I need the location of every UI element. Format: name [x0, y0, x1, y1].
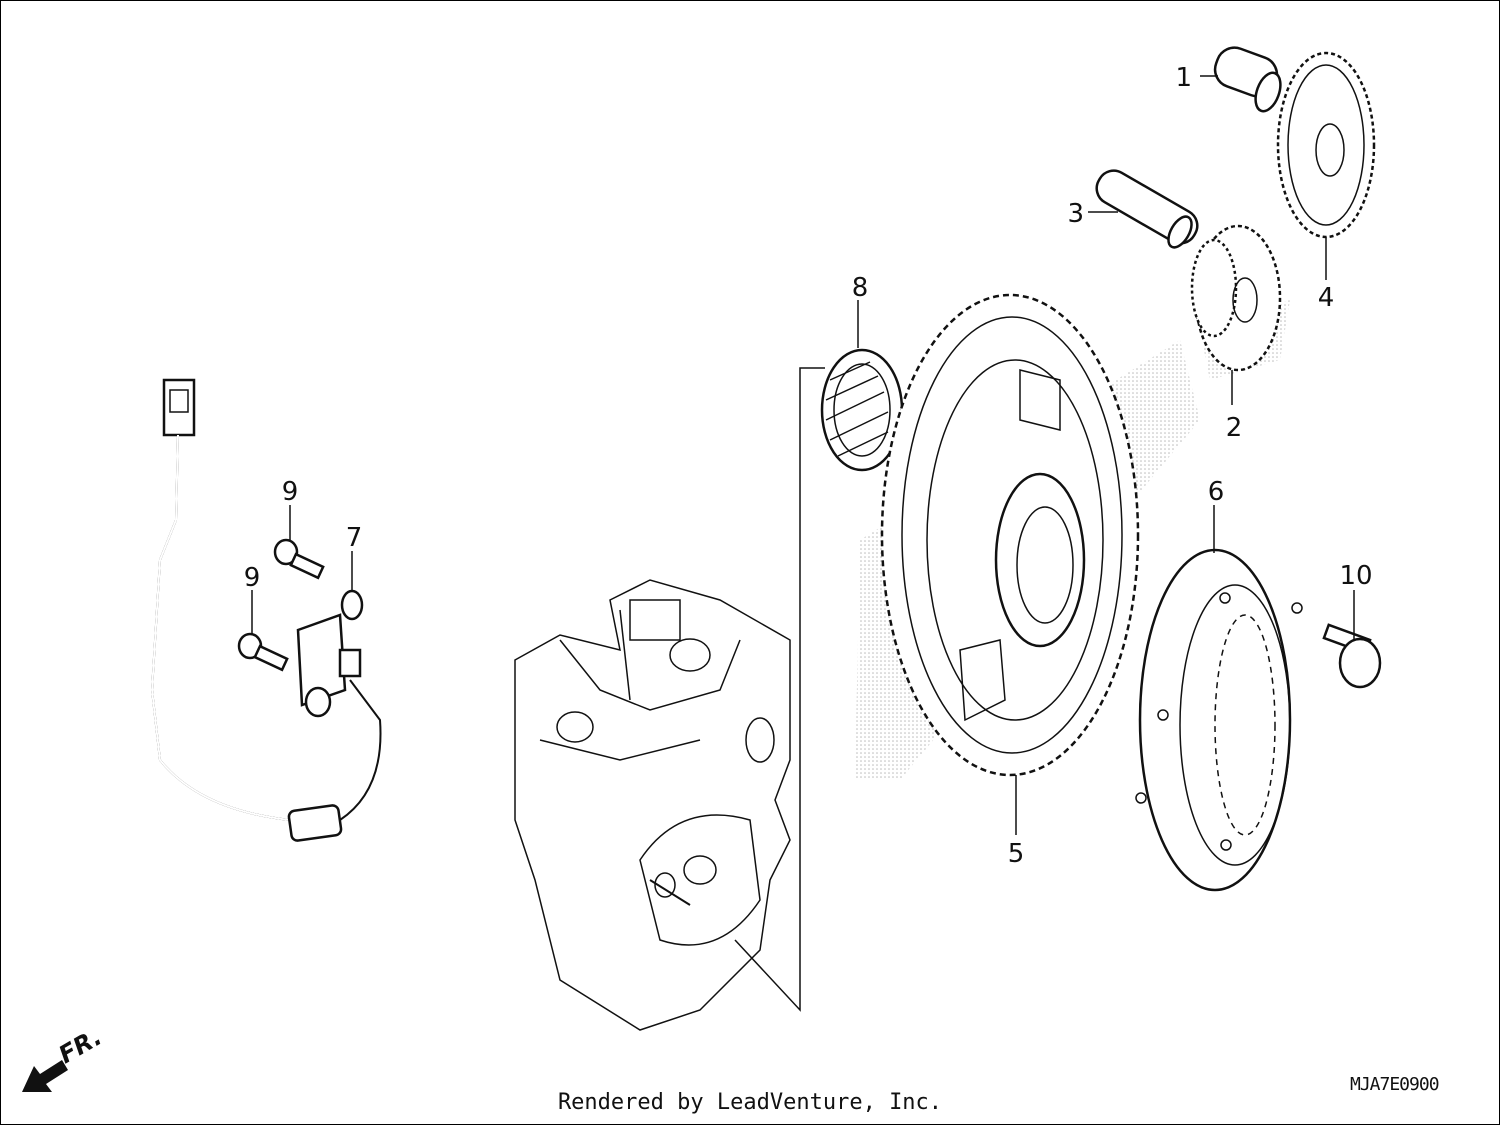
callout-6[interactable]: 6 [1208, 477, 1225, 507]
part-9-bolt-upper[interactable] [273, 538, 325, 580]
callout-7[interactable]: 7 [346, 523, 363, 553]
callout-9-lower[interactable]: 9 [244, 563, 261, 593]
part-9-bolt-lower[interactable] [237, 632, 289, 672]
credit-text: Rendered by LeadVenture, Inc. [557, 1090, 943, 1115]
diagram-code: MJA7E0900 [1350, 1074, 1440, 1095]
callout-9-upper[interactable]: 9 [282, 477, 299, 507]
part-3-shaft[interactable] [1091, 165, 1203, 251]
callout-10[interactable]: 10 [1339, 561, 1372, 591]
part-4-gear[interactable] [1276, 51, 1376, 239]
part-1-collar[interactable] [1210, 43, 1285, 115]
leader-lines [251, 75, 1355, 835]
part-6-starter-clutch[interactable] [1135, 548, 1303, 892]
front-direction-arrow-icon [22, 1060, 68, 1092]
callout-3[interactable]: 3 [1067, 199, 1084, 229]
part-10-bolt[interactable] [1322, 623, 1382, 689]
part-5-starter-driven-gear[interactable] [880, 293, 1140, 777]
callout-8[interactable]: 8 [852, 273, 869, 303]
callout-1[interactable]: 1 [1175, 63, 1192, 93]
callout-2[interactable]: 2 [1226, 413, 1243, 443]
part-8-needle-bearing[interactable] [820, 348, 904, 472]
callout-5[interactable]: 5 [1008, 839, 1025, 869]
part-7-sensor-assembly[interactable] [150, 378, 382, 842]
location-bracket-line [734, 367, 825, 1012]
part-2-gear[interactable] [1190, 224, 1282, 372]
callout-4[interactable]: 4 [1318, 283, 1335, 313]
engine-block [514, 579, 791, 1031]
